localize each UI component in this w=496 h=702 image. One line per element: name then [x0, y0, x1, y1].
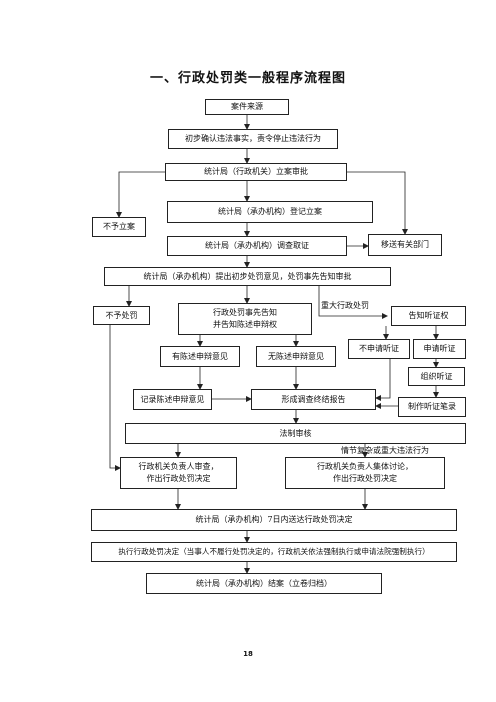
edge-nohearing-to-report	[375, 359, 391, 401]
node-investigate: 统计局（承办机构）调查取证	[167, 236, 347, 256]
page-title: 一、行政处罚类一般程序流程图	[149, 71, 346, 86]
node-close-case: 统计局（承办机构）结案（立卷归档）	[146, 573, 382, 594]
node-head-review: 行政机关负责人审查， 作出行政处罚决定	[120, 457, 237, 489]
node-request-hearing: 申请听证	[413, 339, 466, 359]
node-hearing-record: 制作听证笔录	[398, 397, 466, 417]
page-number: 18	[243, 650, 253, 658]
label-major-violation: 重大行政处罚	[321, 301, 369, 310]
node-collective-discussion: 行政机关负责人集体讨论， 作出行政处罚决定	[285, 457, 445, 489]
node-deliver-decision: 统计局（承办机构）7日内送达行政处罚决定	[91, 509, 457, 531]
edge-nopenalty-to-headreview	[109, 325, 121, 471]
node-no-hearing-request: 不申请听证	[348, 339, 410, 359]
node-hearing-right: 告知听证权	[391, 306, 466, 326]
node-preliminary-opinion: 统计局（承办机构）提出初步处罚意见，处罚事先告知审批	[104, 267, 391, 286]
label-complex-case: 情节复杂或重大违法行为	[341, 446, 429, 455]
node-prior-notice: 行政处罚事先告知 并告知陈述申辩权	[178, 303, 312, 335]
node-register-filing: 统计局（承办机构）登记立案	[167, 201, 373, 223]
edge-filing-to-notfiled	[116, 171, 165, 218]
edge-filing-to-transfer	[347, 171, 408, 235]
node-has-statement: 有陈述申辩意见	[160, 346, 240, 367]
node-transfer: 移送有关部门	[368, 234, 442, 256]
node-no-penalty: 不予处罚	[93, 306, 150, 325]
node-case-source: 案件来源	[205, 99, 289, 115]
node-organize-hearing: 组织听证	[408, 367, 465, 386]
edge-opinion-to-hearingright	[318, 286, 388, 319]
node-no-statement: 无陈述申辩意见	[256, 346, 336, 367]
node-filing-approval: 统计局（行政机关）立案审批	[165, 163, 347, 181]
node-not-filed: 不予立案	[92, 217, 146, 237]
node-execute-decision: 执行行政处罚决定（当事人不履行处罚决定的，行政机关依法强制执行或申请法院强制执行…	[91, 542, 457, 562]
node-initial-confirm: 初步确认违法事实，责令停止违法行为	[168, 129, 338, 149]
node-record-statement: 记录陈述申辩意见	[133, 389, 212, 410]
node-final-report: 形成调查终结报告	[251, 389, 376, 410]
node-legal-review: 法制审核	[125, 423, 466, 444]
